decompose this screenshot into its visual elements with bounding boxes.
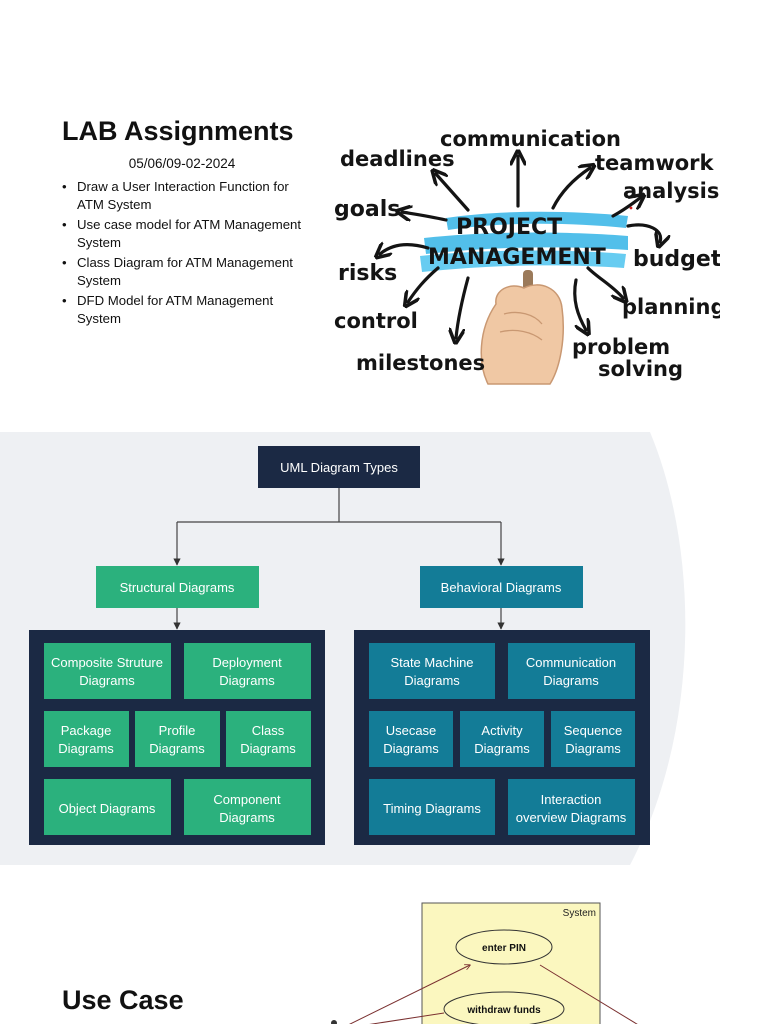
use-case-title: Use Case: [62, 985, 184, 1015]
center-word-project: PROJECT: [456, 215, 562, 240]
deployment-label-1: Deployment: [212, 655, 282, 670]
activity-box: [460, 711, 544, 767]
interaction-label-1: Interaction: [541, 792, 602, 807]
object-box: [44, 779, 171, 835]
class-label-2: Diagrams: [240, 741, 296, 756]
lab-title: LAB Assignments: [62, 116, 294, 146]
behavioral-diagrams-label: Behavioral Diagrams: [441, 580, 562, 595]
list-item: Class Diagram for ATM Management System: [62, 254, 307, 289]
structural-diagrams-label: Structural Diagrams: [120, 580, 235, 595]
activity-label-1: Activity: [481, 723, 523, 738]
interaction-overview-box: [508, 779, 635, 835]
use-case-enter-pin: [455, 929, 553, 965]
timing-label: Timing Diagrams: [383, 801, 481, 816]
project-management-graphic: communication deadlines teamwork analysi…: [334, 127, 720, 385]
uml-diagram-types-slide: UML Diagram Types Structural Diagrams Co…: [0, 432, 686, 865]
component-box: [184, 779, 311, 835]
object-label: Object Diagrams: [59, 801, 156, 816]
communication-box: [508, 643, 635, 699]
usecase-label-1: Usecase: [386, 723, 437, 738]
deployment-label-2: Diagrams: [219, 673, 275, 688]
state-label-1: State Machine: [390, 655, 473, 670]
word-teamwork: teamwork: [595, 151, 715, 175]
word-milestones: milestones: [356, 351, 485, 375]
composite-structure-box: [44, 643, 171, 699]
word-analysis: analysis: [623, 179, 719, 203]
package-box: [44, 711, 129, 767]
usecase-label-2: Diagrams: [383, 741, 439, 756]
profile-box: [135, 711, 220, 767]
word-solving: solving: [598, 357, 683, 381]
component-label-2: Diagrams: [219, 810, 275, 825]
class-label-1: Class: [252, 723, 285, 738]
list-item: Use case model for ATM Management System: [62, 216, 307, 251]
communication-label-2: Diagrams: [543, 673, 599, 688]
class-box: [226, 711, 311, 767]
behavioral-diagrams-box: [420, 566, 583, 608]
use-case-diagram: System enter PIN withdraw funds: [331, 902, 638, 1024]
word-problem: problem: [572, 335, 670, 359]
usecase-box: [369, 711, 453, 767]
timing-box: [369, 779, 495, 835]
structural-diagrams-box: [96, 566, 259, 608]
word-risks: risks: [338, 261, 397, 286]
arrows: [380, 156, 661, 338]
word-communication: communication: [440, 127, 621, 151]
profile-label-2: Diagrams: [149, 741, 205, 756]
composite-label-2: Diagrams: [79, 673, 135, 688]
sequence-label-2: Diagrams: [565, 741, 621, 756]
word-control: control: [334, 309, 418, 333]
system-label: System: [563, 908, 596, 919]
state-machine-box: [369, 643, 495, 699]
component-label-1: Component: [213, 792, 281, 807]
enter-pin-label: enter PIN: [482, 943, 526, 954]
withdraw-funds-label: withdraw funds: [466, 1005, 541, 1016]
word-deadlines: deadlines: [340, 147, 455, 171]
lab-assignment-list: Draw a User Interaction Function for ATM…: [62, 178, 307, 330]
activity-label-2: Diagrams: [474, 741, 530, 756]
hand-illustration: [480, 206, 633, 385]
center-word-management: MANAGEMENT: [428, 245, 606, 270]
uml-root-label: UML Diagram Types: [280, 460, 398, 475]
lab-date: 05/06/09-02-2024: [128, 156, 236, 171]
package-label-2: Diagrams: [58, 741, 114, 756]
word-budget: budget: [633, 247, 720, 272]
communication-label-1: Communication: [526, 655, 616, 670]
word-goals: goals: [334, 197, 400, 222]
actor-head: [331, 1020, 337, 1024]
association-lines: [349, 965, 638, 1024]
profile-label-1: Profile: [159, 723, 196, 738]
list-item: DFD Model for ATM Management System: [62, 292, 307, 327]
sequence-box: [551, 711, 635, 767]
sequence-label-1: Sequence: [564, 723, 623, 738]
state-label-2: Diagrams: [404, 673, 460, 688]
word-planning: planning: [622, 295, 720, 319]
interaction-label-2: overview Diagrams: [516, 810, 627, 825]
list-item: Draw a User Interaction Function for ATM…: [62, 178, 307, 213]
highlight-brush: [420, 211, 628, 272]
composite-label-1: Composite Struture: [51, 655, 163, 670]
deployment-box: [184, 643, 311, 699]
package-label-1: Package: [61, 723, 112, 738]
use-case-withdraw-funds: [443, 991, 565, 1024]
uml-root-box: [258, 446, 420, 488]
